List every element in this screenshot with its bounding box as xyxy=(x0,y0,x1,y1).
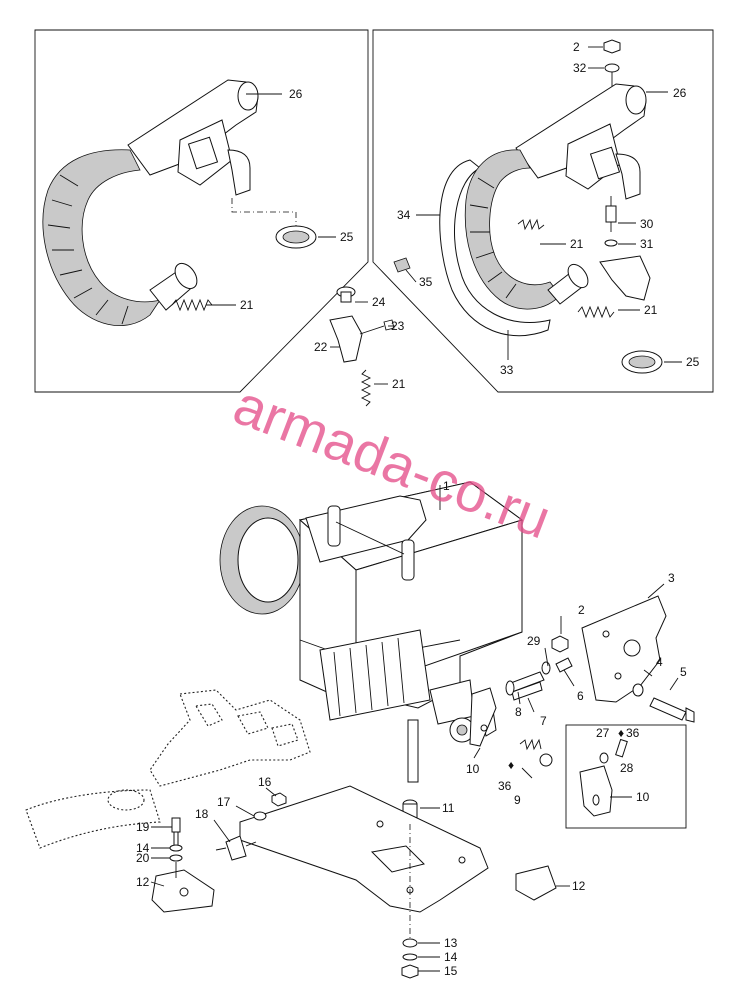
inset-label-36: 36 xyxy=(626,726,640,740)
right-mount-bracket-12 xyxy=(515,865,557,901)
engine-block xyxy=(219,481,543,783)
bottom-washer-14 xyxy=(402,953,418,961)
small-washer-17 xyxy=(253,811,267,821)
engine-label-12-left: 12 xyxy=(136,875,150,889)
inset-detail-box: 27 ♦ 36 28 10 xyxy=(565,724,687,829)
right-label-35: 35 xyxy=(419,275,433,289)
engine-label-16: 16 xyxy=(258,775,272,789)
engine-label-2: 2 xyxy=(578,603,585,617)
engine-label-13: 13 xyxy=(444,936,458,950)
exhaust-manifold-ghost xyxy=(25,689,311,849)
left-mount-bracket-12 xyxy=(151,869,215,913)
engine-label-9: 9 xyxy=(514,793,521,807)
engine-label-10: 10 xyxy=(466,762,480,776)
right-bracket xyxy=(599,255,651,301)
right-label-33: 33 xyxy=(500,363,514,377)
small-nut-16 xyxy=(271,792,287,807)
right-panel-frame xyxy=(372,29,714,393)
right-label-25: 25 xyxy=(686,355,700,369)
right-label-31: 31 xyxy=(640,237,654,251)
right-gasket xyxy=(621,350,663,374)
lock-washer xyxy=(541,661,551,675)
engine-label-4: 4 xyxy=(656,655,663,669)
middle-parts: 24 23 22 21 xyxy=(314,286,406,407)
nut-washer xyxy=(555,657,573,673)
middle-label-24: 24 xyxy=(372,295,386,309)
engine-label-36: 36 xyxy=(498,779,512,793)
left-washer-14 xyxy=(169,844,183,852)
left-exhaust-panel: 26 25 21 xyxy=(34,29,369,393)
rubber-bumper xyxy=(336,286,356,303)
right-spring-upper xyxy=(517,218,545,231)
right-label-2: 2 xyxy=(573,40,580,54)
right-label-34: 34 xyxy=(397,208,411,222)
engine-label-6: 6 xyxy=(577,689,584,703)
drop-symbol-36: ♦ xyxy=(508,758,514,772)
right-exhaust-panel: 2 32 26 34 30 21 31 35 21 25 33 xyxy=(372,29,714,393)
right-label-32: 32 xyxy=(573,61,587,75)
middle-label-22: 22 xyxy=(314,340,328,354)
engine-label-8: 8 xyxy=(515,705,522,719)
inset-label-28: 28 xyxy=(620,761,634,775)
bottom-nut-15 xyxy=(401,964,419,979)
tension-spring xyxy=(519,738,553,767)
left-bolt-19 xyxy=(171,817,181,847)
mount-stud xyxy=(505,671,545,696)
right-clip xyxy=(393,257,411,273)
engine-leader-lines xyxy=(150,616,679,972)
right-nut xyxy=(603,39,621,54)
right-corrugated-hose xyxy=(439,149,589,337)
engine-label-20: 20 xyxy=(136,851,150,865)
engine-label-7: 7 xyxy=(540,714,547,728)
engine-label-19: 19 xyxy=(136,820,150,834)
right-spring-lower xyxy=(577,305,615,319)
left-label-25: 25 xyxy=(340,230,354,244)
left-panel-frame xyxy=(34,29,369,393)
middle-label-23: 23 xyxy=(391,319,405,333)
engine-label-5: 5 xyxy=(680,665,687,679)
mount-bolt xyxy=(649,697,695,723)
engine-nut xyxy=(551,635,569,653)
right-label-26: 26 xyxy=(673,86,687,100)
left-spring xyxy=(171,298,213,312)
left-washer-20 xyxy=(169,854,183,862)
engine-label-29: 29 xyxy=(527,634,541,648)
engine-label-14-bottom: 14 xyxy=(444,950,458,964)
engine-label-1: 1 xyxy=(443,479,450,493)
left-gasket xyxy=(275,225,317,249)
engine-label-18: 18 xyxy=(195,807,209,821)
engine-label-11: 11 xyxy=(442,801,455,815)
right-muffler-pipe xyxy=(515,83,647,200)
left-corrugated-hose xyxy=(42,149,198,327)
bracket-screw xyxy=(359,319,395,335)
right-label-21-upper: 21 xyxy=(570,237,584,251)
engine-mount-bracket xyxy=(581,583,667,703)
motor-mount-plate xyxy=(239,785,489,913)
right-label-30: 30 xyxy=(640,217,654,231)
engine-label-3: 3 xyxy=(668,571,675,585)
right-washer xyxy=(604,63,620,73)
exhaust-bracket xyxy=(329,315,363,363)
engine-label-12-right: 12 xyxy=(572,879,586,893)
inset-label-10: 10 xyxy=(636,790,650,804)
inset-drop-symbol: ♦ xyxy=(618,726,624,740)
engine-label-17: 17 xyxy=(217,795,231,809)
right-washer-small xyxy=(604,239,618,247)
left-label-21: 21 xyxy=(240,298,254,312)
right-stud xyxy=(605,196,617,232)
right-label-21-lower: 21 xyxy=(644,303,658,317)
engine-label-15: 15 xyxy=(444,964,458,978)
left-label-26: 26 xyxy=(289,87,303,101)
engine-label-14-left: 14 xyxy=(136,841,150,855)
left-muffler-pipe xyxy=(127,79,259,196)
flat-washer xyxy=(632,683,644,697)
middle-label-21: 21 xyxy=(392,377,406,391)
tension-bracket xyxy=(469,687,497,747)
bottom-washer-13 xyxy=(402,938,418,948)
middle-spring xyxy=(360,369,372,407)
inset-label-27: 27 xyxy=(596,726,610,740)
rubber-mount xyxy=(215,835,257,861)
